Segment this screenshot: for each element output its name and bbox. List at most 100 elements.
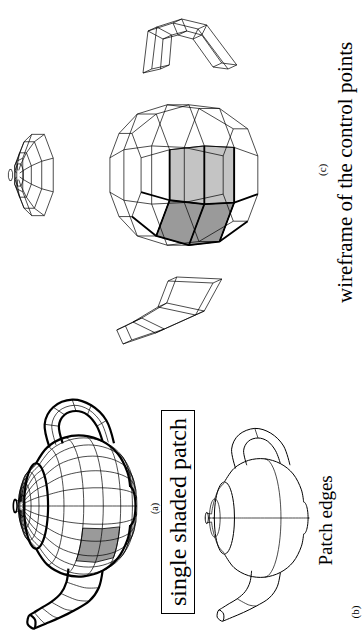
control-mesh <box>193 25 207 39</box>
lid-line <box>22 485 46 504</box>
teapot-outline <box>224 534 303 577</box>
control-mesh <box>8 169 12 180</box>
control-mesh <box>148 27 172 39</box>
lid-line <box>18 507 24 517</box>
figure-label: Patch edges <box>316 475 337 565</box>
control-mesh <box>124 114 170 236</box>
control-mesh <box>15 158 23 173</box>
lid-line <box>22 506 48 507</box>
teapot-outline <box>224 459 303 502</box>
control-mesh <box>133 318 164 333</box>
lid-line <box>212 483 225 514</box>
patch-line <box>48 488 137 501</box>
panel-letter: (b) <box>348 606 360 619</box>
control-mesh <box>119 217 233 246</box>
spout-tip <box>217 610 224 621</box>
control-mesh <box>20 158 54 173</box>
control-mesh <box>152 19 237 69</box>
control-mesh <box>23 134 53 215</box>
patch-line <box>51 602 74 611</box>
patch-line <box>67 582 99 588</box>
control-mesh <box>17 142 42 209</box>
teapot-outline <box>130 487 135 525</box>
control-mesh <box>143 65 169 73</box>
control-mesh <box>110 146 223 158</box>
lid-line <box>22 476 45 502</box>
lid-line <box>20 509 28 535</box>
control-mesh <box>117 281 168 330</box>
patch-line <box>234 518 309 519</box>
control-mesh <box>143 23 228 73</box>
control-mesh <box>132 279 222 340</box>
lid-line <box>22 508 46 527</box>
handle-outline <box>45 400 114 448</box>
lid-line <box>213 518 235 519</box>
control-mesh <box>213 63 237 69</box>
lid-knob <box>205 512 208 523</box>
patch-line <box>46 471 135 497</box>
control-mesh <box>20 177 54 192</box>
patch-line <box>48 511 137 524</box>
control-mesh <box>156 150 169 236</box>
teapot-outline <box>304 502 308 534</box>
patch-line <box>42 522 133 567</box>
spout-tip <box>27 615 35 628</box>
lid-line <box>212 522 225 553</box>
panel-caption: Patch edges <box>316 475 337 565</box>
control-mesh <box>15 164 23 186</box>
control-mesh <box>184 108 234 241</box>
lid-line <box>21 466 34 502</box>
handle-outline <box>232 428 290 468</box>
patch-line <box>237 599 256 606</box>
teapot-outline <box>36 435 130 487</box>
control-mesh <box>141 192 258 204</box>
patch-line <box>61 593 90 601</box>
callout-box: single shaded patch <box>161 410 195 614</box>
panel-caption: wireframe of the control points <box>334 41 357 302</box>
control-mesh <box>189 146 204 245</box>
control-mesh <box>173 19 187 35</box>
lid-knob <box>207 522 212 524</box>
control-mesh <box>223 129 258 221</box>
control-mesh <box>117 326 132 344</box>
control-mesh <box>19 180 45 216</box>
patch-line <box>39 524 131 574</box>
lid-line <box>18 506 24 507</box>
control-mesh <box>19 134 45 170</box>
patch-line <box>48 506 137 507</box>
spout-outline <box>223 572 281 621</box>
control-mesh <box>168 277 222 283</box>
lid-knob <box>13 499 17 512</box>
figure-label: wireframe of the control points <box>334 42 357 303</box>
control-mesh <box>132 105 248 134</box>
lid-knob <box>207 513 212 515</box>
lid-line <box>209 518 214 519</box>
shaded-patch <box>170 146 235 204</box>
control-mesh <box>169 31 222 65</box>
spout-outline <box>34 571 102 629</box>
callout-text: single shaded patch <box>165 418 191 606</box>
control-mesh <box>126 277 177 326</box>
lid-knob <box>15 500 21 502</box>
lid-line <box>22 509 45 535</box>
lid-line <box>22 495 47 505</box>
figure-label: (c) <box>312 164 324 176</box>
control-mesh <box>119 105 233 134</box>
lid-line <box>22 507 47 517</box>
patch-line <box>46 516 135 542</box>
control-mesh <box>152 105 205 245</box>
handle-outline <box>244 438 281 465</box>
patch-line <box>42 445 133 490</box>
patch-line <box>52 405 109 445</box>
control-mesh <box>15 177 23 192</box>
control-mesh <box>123 283 213 344</box>
lid-knob <box>15 510 21 512</box>
figure-label: (a) <box>144 503 155 514</box>
control-point-wireframe <box>8 19 257 344</box>
control-mesh <box>17 134 31 170</box>
control-mesh <box>220 147 235 241</box>
patch-line <box>42 608 59 618</box>
control-mesh <box>141 146 258 158</box>
panel-letter: (c) <box>316 164 328 176</box>
